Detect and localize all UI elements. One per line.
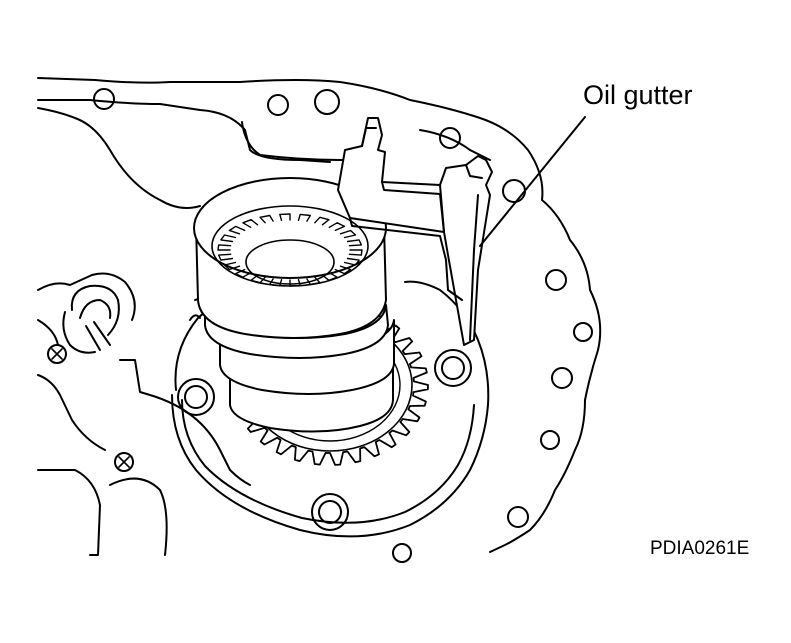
retainer-bolt: [312, 494, 348, 530]
bolt-hole: [546, 270, 566, 290]
bolt-hole: [503, 180, 525, 202]
bolt-hole: [552, 368, 572, 388]
screw-icon: [48, 345, 66, 363]
retainer-bolt: [435, 350, 471, 386]
oil-gutter-label: Oil gutter: [583, 80, 693, 110]
figure-code: PDIA0261E: [650, 538, 750, 559]
bolt-hole: [508, 507, 528, 527]
screw-icon: [115, 453, 133, 471]
sensor-bracket: [63, 286, 119, 353]
bolt-hole: [268, 95, 288, 115]
callout-leader-line: [480, 117, 585, 246]
bolt-hole: [440, 128, 460, 148]
housing-outline: [38, 78, 600, 555]
retainer-bolt: [178, 379, 214, 415]
bolt-hole: [94, 89, 114, 109]
bolt-hole: [574, 323, 592, 341]
bolt-hole: [315, 90, 339, 114]
housing-bolt-holes: [94, 89, 592, 562]
bolt-hole: [541, 431, 559, 449]
output-shaft: [194, 178, 394, 432]
oil-gutter: [338, 118, 492, 345]
bolt-hole: [393, 544, 411, 562]
spline-bore: [212, 206, 368, 286]
screw-icons: [48, 345, 133, 471]
